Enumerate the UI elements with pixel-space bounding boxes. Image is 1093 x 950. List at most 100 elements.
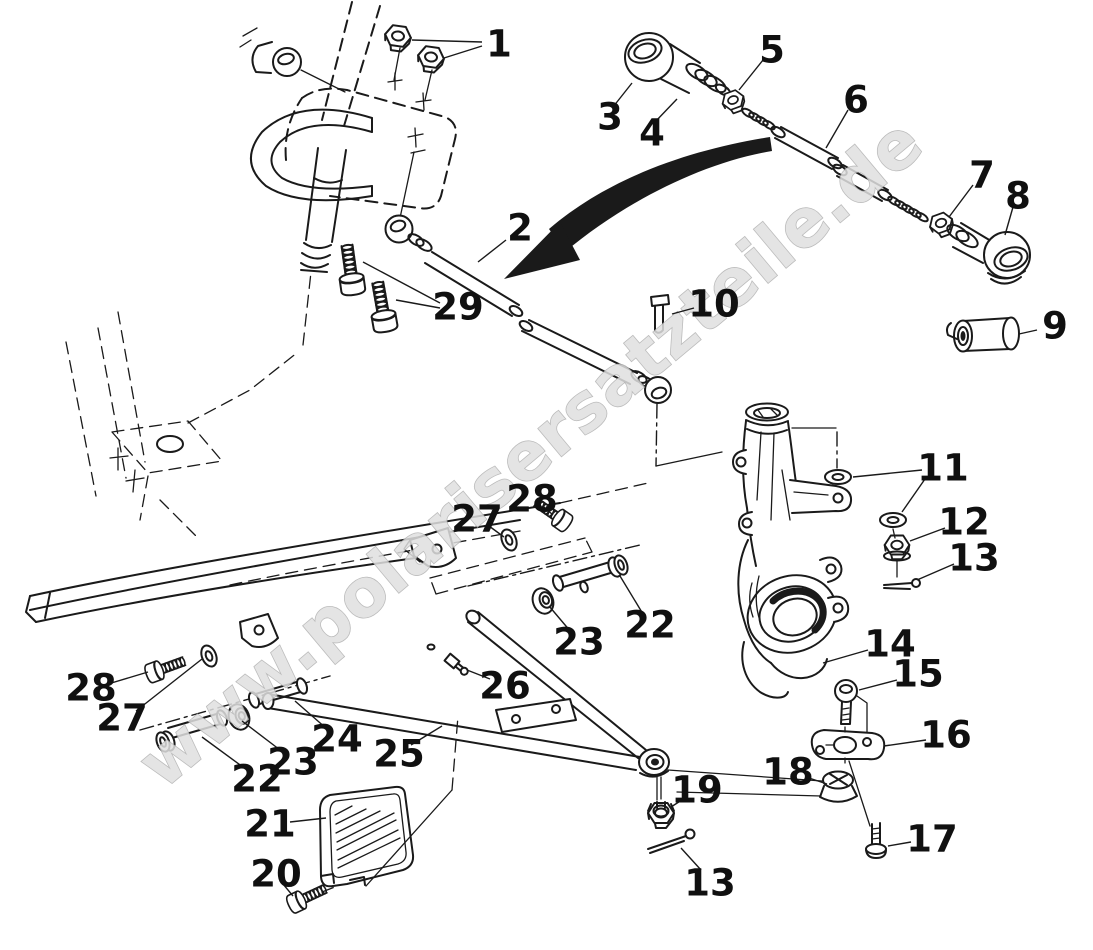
callout-15-bolt: 15 <box>892 653 944 696</box>
leader-steering-knuckle <box>822 649 869 664</box>
callout-27-washer: 27 <box>451 498 503 541</box>
callout-19-castle-nut: 19 <box>671 769 723 812</box>
leader-guard-panel <box>289 817 327 823</box>
leader-washers <box>901 478 926 513</box>
callout-4-rod-end-collar: 4 <box>639 112 665 155</box>
bolt-17 <box>865 822 887 859</box>
callout-2-tie-rod-assembly: 2 <box>507 207 533 250</box>
callout-28-bolt: 28 <box>506 478 558 521</box>
leader-tie-rod-end <box>1004 206 1014 236</box>
bushing-9 <box>946 316 1020 353</box>
leader-steering-clamp-nuts <box>443 45 483 59</box>
leader-lock-nut <box>909 527 946 542</box>
retainer-plate-16 <box>810 726 886 764</box>
tie-rod-2 <box>384 214 672 404</box>
callout-10-bolt: 10 <box>688 283 740 326</box>
tie-rod-end-8 <box>946 222 1031 285</box>
callout-16-retainer-plate: 16 <box>920 714 972 757</box>
washer-11a <box>824 469 852 485</box>
washer-11b <box>879 512 907 528</box>
callout-5-jam-nut: 5 <box>759 29 785 72</box>
leader-rod-end-collar <box>654 98 678 123</box>
leader-cotter-pin <box>680 847 702 871</box>
leader-grease-fitting <box>466 669 491 680</box>
tie-rod-end-3 <box>624 32 701 94</box>
leader-tie-rod-end <box>612 82 633 108</box>
callout-9-bushing: 9 <box>1042 305 1068 348</box>
a-arm-25 <box>261 609 670 801</box>
leader-tie-rod-tube <box>825 109 849 149</box>
leader-jam-nut <box>738 59 764 91</box>
bolt-29b <box>364 279 400 335</box>
bolt-29a <box>334 242 367 298</box>
leader-bolt <box>887 841 912 847</box>
leader-a-arm <box>410 725 443 746</box>
callout-23-pivot-bushing: 23 <box>553 621 605 664</box>
leader-tie-rod-assembly <box>477 239 507 263</box>
leader-washers <box>852 469 923 478</box>
callout-1-steering-clamp-nuts: 1 <box>486 23 512 66</box>
bolt-28-lower <box>142 651 189 685</box>
spacer-tube-24 <box>247 677 309 709</box>
pivot-sleeve-22-lower <box>155 709 229 753</box>
callout-17-bolt: 17 <box>906 818 958 861</box>
frame-rail <box>25 482 649 623</box>
callout-12-lock-nut: 12 <box>938 501 990 544</box>
leader-bolt <box>282 883 294 897</box>
callout-13-cotter-pin: 13 <box>948 537 1000 580</box>
callout-18-ball-joint-cap: 18 <box>762 751 814 794</box>
steering-column <box>300 1 381 273</box>
alignment-axis <box>655 403 658 467</box>
frame-bracket-upper <box>403 527 457 568</box>
ball-joint-cap-18 <box>819 770 858 803</box>
callout-7-jam-nut: 7 <box>969 154 995 197</box>
assembly-axis-2 <box>848 760 871 827</box>
callout-23-pivot-bushing: 23 <box>267 741 319 784</box>
leader-bolts <box>395 299 441 309</box>
guard-panel-21 <box>319 715 459 888</box>
callout-3-tie-rod-end: 3 <box>597 96 623 139</box>
leader-bolts <box>362 261 441 304</box>
callout-20-bolt: 20 <box>250 853 302 896</box>
callout-11-washers: 11 <box>917 447 969 490</box>
leader-pivot-sleeve <box>201 736 248 771</box>
assembly-axis <box>856 695 868 741</box>
cotter-pin-13a <box>883 578 921 590</box>
rod-end-collar-4 <box>685 62 732 97</box>
leader-pivot-bushing <box>548 605 572 633</box>
alignment-box <box>429 537 593 595</box>
leader-pivot-sleeve <box>619 575 644 615</box>
leader-retainer-plate <box>883 739 927 747</box>
callout-27-washer: 27 <box>96 697 148 740</box>
lock-nut-12 <box>883 534 911 562</box>
callout-24-spacer-tube: 24 <box>311 718 363 761</box>
frame-bracket-lower <box>239 613 279 648</box>
callout-14-steering-knuckle: 14 <box>864 623 916 666</box>
leader-lines <box>107 39 1038 897</box>
callout-6-tie-rod-tube: 6 <box>843 79 869 122</box>
pivot-axis-upper <box>467 544 641 587</box>
callout-26-grease-fitting: 26 <box>479 665 531 708</box>
castle-nut-19 <box>647 801 675 829</box>
nut-1a <box>382 23 414 54</box>
ball-joint-lines <box>667 769 823 797</box>
leader-washer <box>488 525 505 538</box>
bolt-20 <box>283 879 341 916</box>
bolt-10 <box>650 294 670 334</box>
leader-washer <box>135 658 203 712</box>
callout-29-bolts: 29 <box>432 286 484 329</box>
leader-steering-clamp-nuts <box>411 39 483 43</box>
cotter-pin-13b <box>647 828 696 854</box>
callout-28-bolt: 28 <box>65 667 117 710</box>
column-clamp-plate <box>249 47 457 219</box>
tie-rod-6 <box>741 107 929 223</box>
stud-line <box>892 528 898 578</box>
leader-cotter-pin <box>916 563 955 581</box>
callout-25-a-arm: 25 <box>373 733 425 776</box>
leader-castle-nut <box>670 797 686 808</box>
leader-bushing <box>1018 329 1038 335</box>
leader-jam-nut <box>948 184 974 218</box>
leader-bolt <box>671 307 695 315</box>
leader-bolt <box>858 679 898 691</box>
